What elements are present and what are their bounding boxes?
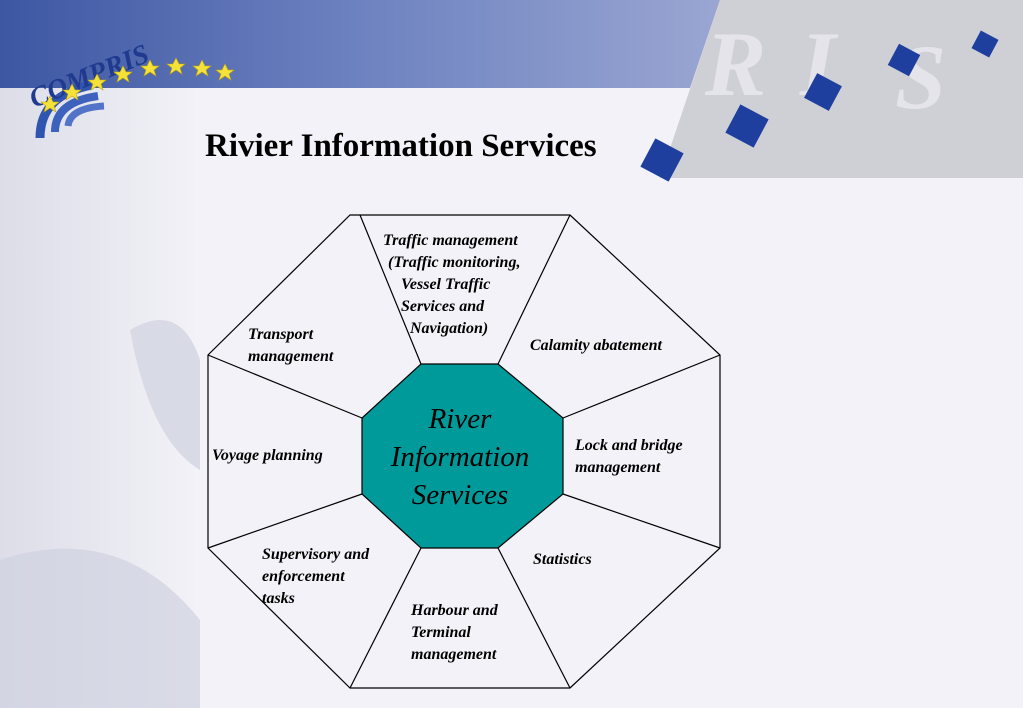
center-line-3: Services [411,479,509,511]
segment-voyage-planning: Voyage planning [212,447,323,464]
segment-calamity-abatement: Calamity abatement [530,337,662,354]
svg-text:S: S [895,26,946,128]
segment-harbour-terminal: Harbour and Terminal management [411,602,498,663]
ris-squares [640,30,999,182]
ris-watermark: R [704,13,766,115]
center-line-1: River [428,403,492,435]
segment-statistics: Statistics [533,551,592,568]
segment-dividers [207,214,721,689]
slide-title: Rivier Information Services [205,128,597,164]
center-label: River Information Services [370,400,550,514]
segment-traffic-management: Traffic management (Traffic monitoring, … [383,232,521,337]
center-octagon [361,363,564,549]
segment-transport-management: Transport management [248,326,334,365]
segment-supervisory: Supervisory and enforcement tasks [262,546,370,607]
center-line-2: Information [390,441,530,473]
segment-lock-bridge: Lock and bridge management [575,437,683,476]
